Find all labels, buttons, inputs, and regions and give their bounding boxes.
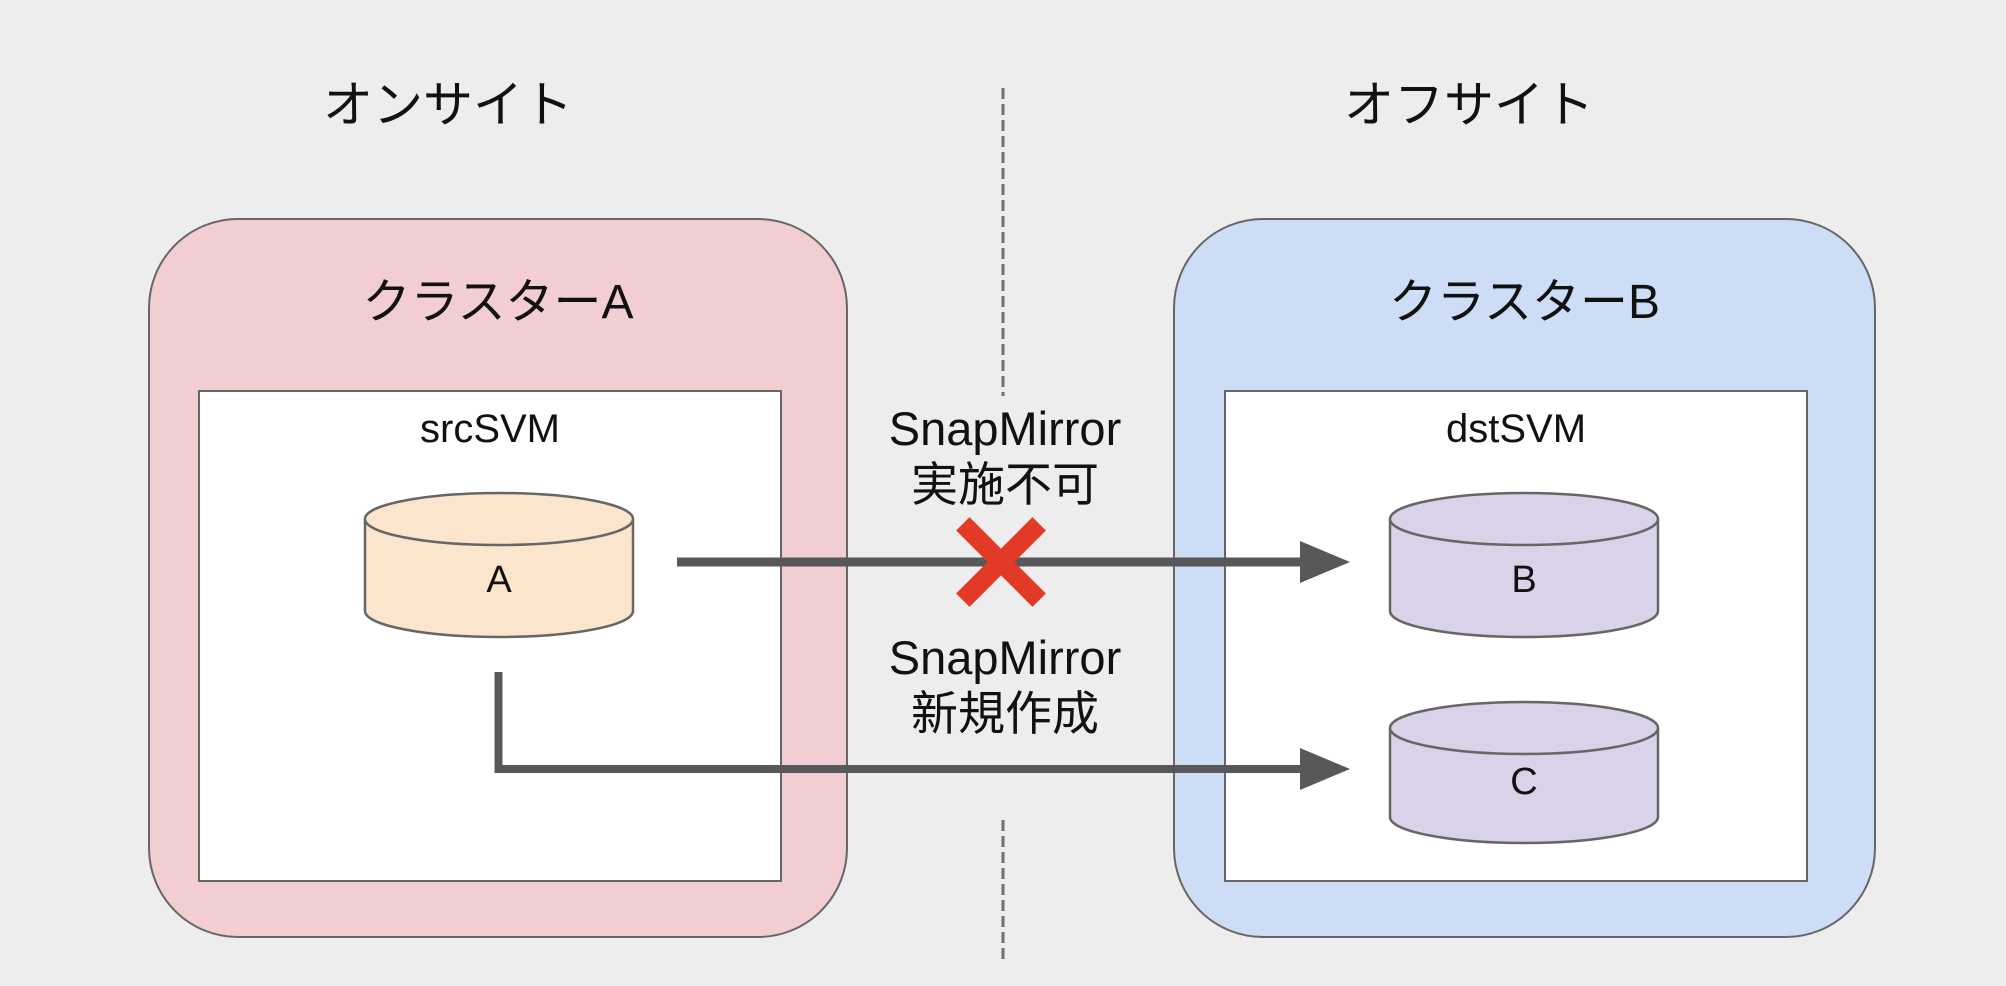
dst-svm-label: dstSVM	[1445, 407, 1587, 451]
onsite-title: オンサイト	[323, 77, 573, 133]
snapmirror-blocked-label: SnapMirror 実施不可	[805, 401, 1205, 513]
volume-b-label: B	[1511, 559, 1537, 601]
volume-c-label: C	[1510, 761, 1538, 803]
snapmirror-new-label-line2: 新規作成	[911, 687, 1099, 740]
snapmirror-blocked-label-line2: 実施不可	[911, 458, 1099, 511]
volume-b-cylinder	[1388, 491, 1660, 639]
src-svm-label: srcSVM	[420, 407, 560, 451]
volume-a-cylinder	[363, 491, 635, 639]
offsite-title: オフサイト	[1344, 77, 1594, 133]
src-svm-box	[198, 390, 782, 882]
snapmirror-new-arrow	[494, 672, 1350, 790]
cluster-b-label: クラスターB	[1388, 276, 1661, 329]
blocked-x-icon	[956, 517, 1046, 607]
cluster-a-label: クラスターA	[362, 276, 634, 329]
volume-c-cylinder	[1388, 700, 1660, 845]
volume-a-label: A	[486, 559, 512, 601]
snapmirror-new-label-line1: SnapMirror	[888, 631, 1122, 684]
arrowhead-icon	[1300, 541, 1350, 583]
arrowhead-icon	[1300, 748, 1350, 790]
snapmirror-blocked-label-line1: SnapMirror	[888, 402, 1122, 455]
snapmirror-new-label: SnapMirror 新規作成	[805, 630, 1205, 742]
